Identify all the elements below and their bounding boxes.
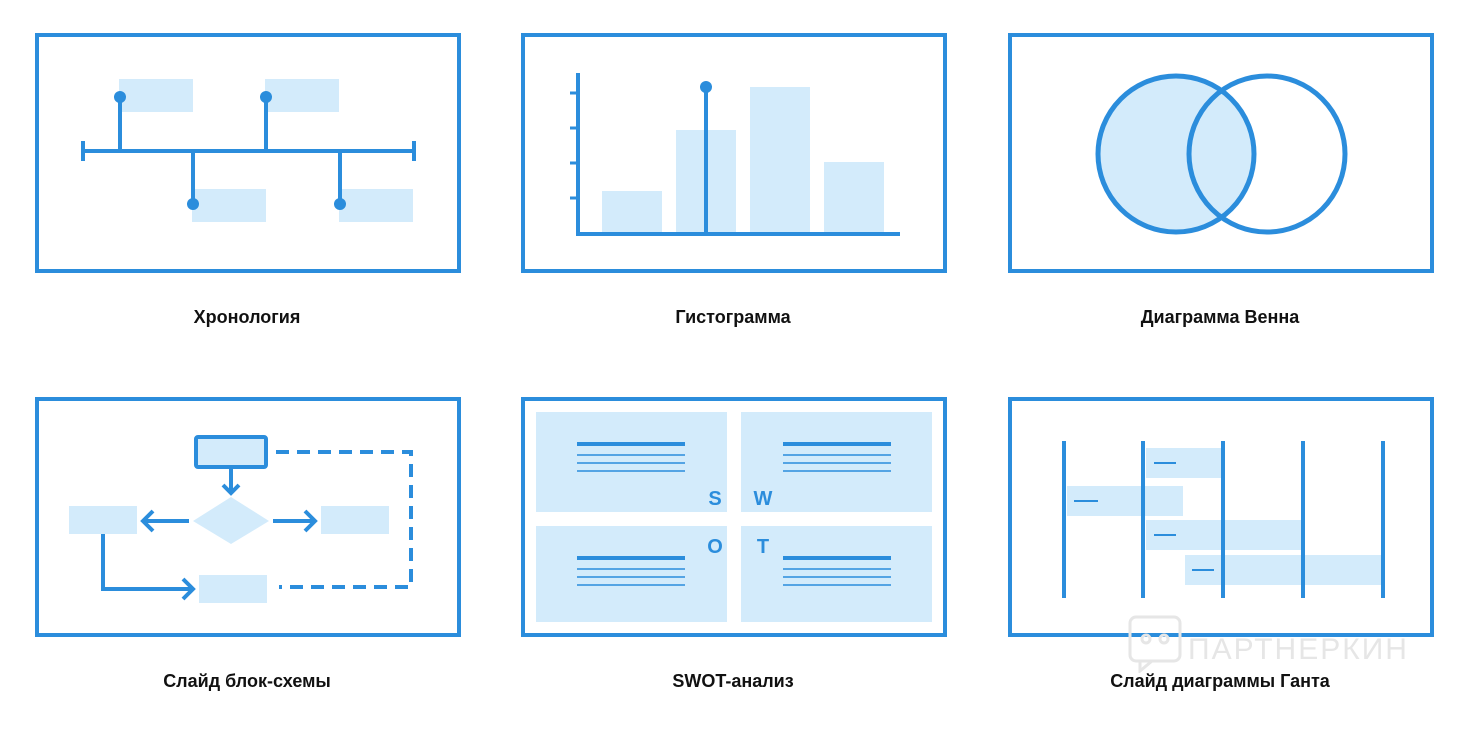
timeline-illustration [81, 79, 416, 222]
timeline-label-block [192, 189, 266, 222]
venn-card[interactable] [1008, 33, 1434, 273]
flowchart-decision [193, 497, 269, 544]
histogram-card[interactable] [521, 33, 947, 273]
timeline-label-block [339, 189, 413, 222]
gantt-illustration [1062, 441, 1385, 598]
swot-letter-w: W [754, 488, 773, 510]
timeline-marker [260, 91, 272, 103]
histogram-bar [824, 162, 884, 234]
flowchart-card[interactable] [35, 397, 461, 637]
histogram-bar [750, 87, 810, 234]
flowchart-caption: Слайд блок-схемы [163, 671, 331, 691]
watermark-text: ПАРТНЕРКИН [1188, 633, 1409, 666]
timeline-caption: Хронология [193, 307, 301, 327]
gantt-task-bar [1185, 555, 1383, 585]
gantt-caption: Слайд диаграммы Ганта [1110, 671, 1330, 691]
swot-quadrant-s [536, 412, 727, 512]
swot-quadrant-t [741, 526, 932, 622]
swot-letter-s: S [708, 488, 721, 510]
watermark-logo-icon [1128, 615, 1182, 673]
swot-quadrant-w [741, 412, 932, 512]
gantt-card[interactable] [1008, 397, 1434, 637]
swot-quadrant-o [536, 526, 727, 622]
swot-card[interactable]: S W O T [521, 397, 947, 637]
swot-letter-t: T [757, 536, 769, 558]
flowchart-bottom-block [199, 575, 267, 603]
timeline-marker [114, 91, 126, 103]
histogram-illustration [570, 73, 900, 236]
histogram-caption: Гистограмма [675, 307, 791, 327]
timeline-label-block [265, 79, 339, 112]
flowchart-dashed-connector [276, 450, 413, 589]
timeline-marker [187, 198, 199, 210]
timeline-marker [334, 198, 346, 210]
histogram-pointer-dot [700, 81, 712, 93]
histogram-bar [602, 191, 662, 234]
timeline-label-block [119, 79, 193, 112]
flowchart-illustration [69, 435, 413, 603]
venn-left-circle [1095, 73, 1257, 235]
flowchart-left-block [69, 506, 137, 534]
swot-letter-o: O [707, 536, 723, 558]
swot-illustration: S W O T [536, 412, 932, 622]
venn-caption: Диаграмма Венна [1140, 307, 1300, 327]
venn-illustration [1095, 73, 1348, 235]
venn-right-circle [1186, 73, 1348, 235]
timeline-card[interactable] [35, 33, 461, 273]
flowchart-start-block [194, 435, 268, 469]
swot-caption: SWOT-анализ [672, 671, 794, 691]
flowchart-right-block [321, 506, 389, 534]
watermark: ПАРТНЕРКИН [1128, 615, 1428, 675]
